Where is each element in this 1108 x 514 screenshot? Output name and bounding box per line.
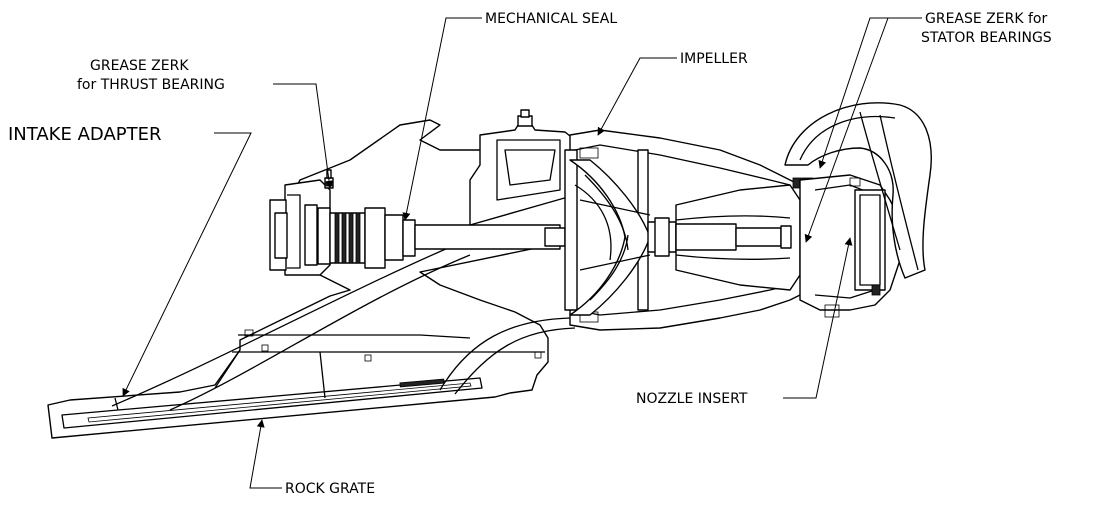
callout-labels: MECHANICAL SEAL IMPELLER GREASE ZERK for… — [8, 11, 1052, 497]
label-rock-grate: ROCK GRATE — [285, 481, 375, 497]
impeller — [569, 159, 677, 316]
upper-housing — [469, 109, 576, 226]
label-mechanical-seal: MECHANICAL SEAL — [485, 11, 617, 27]
label-nozzle-insert: NOZZLE INSERT — [636, 391, 748, 407]
label-grease-thrust-line2: for THRUST BEARING — [77, 77, 225, 93]
label-impeller: IMPELLER — [680, 51, 748, 67]
nozzle — [799, 174, 906, 318]
label-grease-stator-line1: GREASE ZERK for — [925, 11, 1047, 27]
label-grease-stator-line2: STATOR BEARINGS — [921, 30, 1052, 46]
rock-grate — [61, 377, 483, 429]
drive-shaft — [414, 224, 566, 250]
label-grease-thrust-line1: GREASE ZERK — [90, 58, 189, 74]
bearing-housing — [269, 169, 416, 276]
label-intake-adapter: INTAKE ADAPTER — [8, 124, 161, 145]
seal-stack — [334, 212, 361, 264]
leader-lines — [122, 17, 922, 489]
stator — [675, 177, 827, 300]
steering-deflector — [784, 102, 932, 279]
